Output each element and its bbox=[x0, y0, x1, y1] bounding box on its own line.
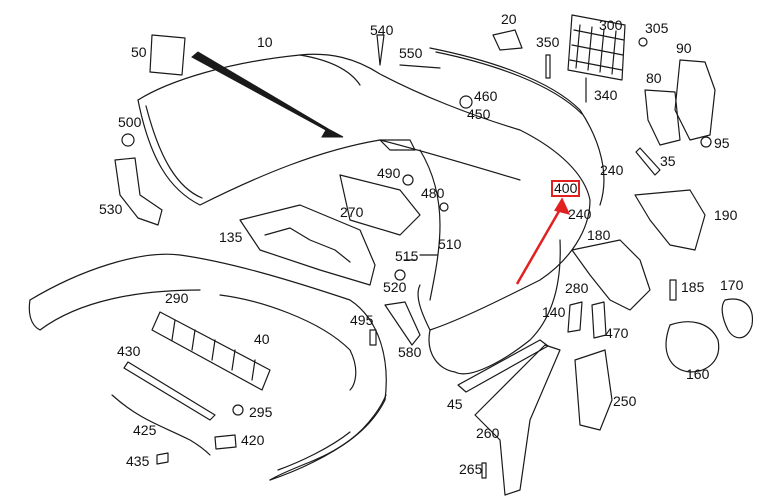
bracket-530-shape bbox=[114, 157, 163, 226]
part-470-shape bbox=[591, 301, 607, 339]
strip-430-shape bbox=[123, 361, 216, 421]
label-35: 35 bbox=[660, 153, 676, 169]
cable-425-shape bbox=[111, 394, 211, 456]
connector-420-shape bbox=[214, 434, 237, 450]
label-470: 470 bbox=[605, 325, 629, 341]
mesh-300-shape bbox=[567, 14, 626, 81]
label-515: 515 bbox=[395, 248, 419, 264]
label-95: 95 bbox=[714, 135, 730, 151]
strip-45-shape bbox=[457, 339, 549, 393]
label-530: 530 bbox=[99, 201, 123, 217]
label-240-upper: 240 bbox=[600, 162, 624, 178]
label-580: 580 bbox=[398, 344, 422, 360]
label-180: 180 bbox=[587, 227, 611, 243]
label-520: 520 bbox=[383, 279, 407, 295]
label-430: 430 bbox=[117, 343, 141, 359]
connector-435-shape bbox=[156, 452, 169, 465]
label-460: 460 bbox=[474, 88, 498, 104]
label-250: 250 bbox=[613, 393, 637, 409]
label-425: 425 bbox=[133, 422, 157, 438]
label-350: 350 bbox=[536, 34, 560, 50]
bumper-cover-shape bbox=[137, 53, 591, 375]
label-90: 90 bbox=[676, 40, 692, 56]
carrier-135-shape bbox=[239, 204, 376, 286]
pin-550-shape bbox=[399, 64, 441, 69]
nut-95-shape bbox=[700, 136, 712, 148]
clip-480-shape bbox=[439, 202, 449, 212]
nut-520-shape bbox=[394, 269, 406, 281]
label-185: 185 bbox=[681, 279, 705, 295]
label-540: 540 bbox=[370, 22, 394, 38]
label-420: 420 bbox=[241, 432, 265, 448]
label-300: 300 bbox=[599, 17, 623, 33]
label-10: 10 bbox=[257, 34, 273, 50]
label-190: 190 bbox=[714, 207, 738, 223]
label-80: 80 bbox=[646, 70, 662, 86]
callout-arrow bbox=[191, 51, 344, 138]
label-550: 550 bbox=[399, 45, 423, 61]
strip-240-shape bbox=[429, 47, 605, 206]
clip-460-shape bbox=[459, 95, 473, 109]
part-20-shape bbox=[492, 29, 523, 51]
bracket-270-shape bbox=[339, 174, 421, 236]
label-280: 280 bbox=[565, 280, 589, 296]
screw-305-shape bbox=[638, 37, 648, 47]
trim-35-shape bbox=[635, 147, 661, 176]
label-510: 510 bbox=[438, 236, 462, 252]
label-295: 295 bbox=[249, 404, 273, 420]
label-270: 270 bbox=[340, 204, 364, 220]
grille-shape bbox=[151, 311, 271, 391]
label-265: 265 bbox=[459, 461, 483, 477]
clip-500-shape bbox=[121, 133, 135, 147]
part-80-shape bbox=[644, 89, 681, 146]
label-50: 50 bbox=[131, 44, 147, 60]
label-240-lower: 240 bbox=[568, 206, 592, 222]
label-400-highlighted[interactable]: 400 bbox=[551, 180, 581, 197]
bracket-190-shape bbox=[634, 189, 706, 251]
bracket-180-shape bbox=[571, 239, 651, 311]
bracket-50-shape bbox=[149, 34, 186, 76]
label-160: 160 bbox=[686, 366, 710, 382]
diffuser-shape bbox=[28, 253, 387, 481]
label-135: 135 bbox=[219, 229, 243, 245]
part-170-shape bbox=[721, 298, 753, 339]
screw-265-shape bbox=[481, 462, 487, 479]
clip-490-shape bbox=[402, 174, 414, 186]
label-450: 450 bbox=[467, 106, 491, 122]
nut-295-shape bbox=[232, 404, 244, 416]
screw-495-shape bbox=[369, 329, 377, 346]
label-305: 305 bbox=[645, 20, 669, 36]
screw-185-shape bbox=[669, 279, 677, 301]
part-160-shape bbox=[665, 321, 720, 373]
part-90-shape bbox=[674, 59, 716, 141]
label-40: 40 bbox=[254, 331, 270, 347]
screw-350-shape bbox=[545, 54, 551, 79]
highlight-arrow-head bbox=[554, 197, 571, 215]
label-290: 290 bbox=[165, 290, 189, 306]
part-140-shape bbox=[567, 301, 583, 333]
label-340: 340 bbox=[594, 87, 618, 103]
label-500: 500 bbox=[118, 114, 142, 130]
bracket-250-shape bbox=[574, 349, 613, 431]
label-170: 170 bbox=[720, 277, 744, 293]
label-140: 140 bbox=[542, 304, 566, 320]
label-490: 490 bbox=[377, 165, 401, 181]
label-495: 495 bbox=[350, 312, 374, 328]
label-480: 480 bbox=[421, 185, 445, 201]
part-580-shape bbox=[384, 301, 421, 346]
pin-540-shape bbox=[376, 34, 385, 66]
highlight-arrow-line bbox=[515, 205, 564, 285]
label-45: 45 bbox=[447, 396, 463, 412]
label-260: 260 bbox=[476, 425, 500, 441]
label-20: 20 bbox=[501, 11, 517, 27]
label-435: 435 bbox=[126, 453, 150, 469]
